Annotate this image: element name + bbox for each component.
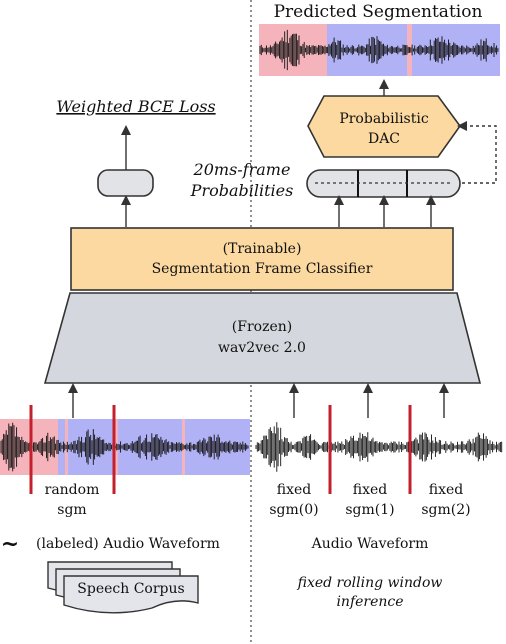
wav2vec-box-line1: (Frozen) <box>232 319 292 335</box>
classifier-box-line1: (Trainable) <box>223 241 302 257</box>
weighted-bce-loss-label: Weighted BCE Loss <box>56 97 215 116</box>
labeled-waveform <box>0 422 249 472</box>
wav2vec-box: (Frozen) wav2vec 2.0 <box>43 292 482 384</box>
random-sgm-line2: sgm <box>57 502 86 518</box>
inference-label-line1: fixed rolling window <box>297 575 443 591</box>
fixed-sgm-1-line1: fixed <box>353 482 388 498</box>
speech-corpus-label: Speech Corpus <box>77 581 184 597</box>
speech-corpus-icon: Speech Corpus <box>47 561 199 614</box>
left-output-capsule <box>97 169 154 197</box>
classifier-box: (Trainable) Segmentation Frame Classifie… <box>70 227 454 291</box>
labeled-audio-waveform-label: (labeled) Audio Waveform <box>36 536 220 552</box>
fixed-sgm-0-line2: sgm(0) <box>269 502 318 518</box>
tilde-symbol: ~ <box>1 531 19 557</box>
random-sgm-line1: random <box>45 482 100 498</box>
label-seg-pink-4 <box>182 419 185 475</box>
labeled-waveform-strip <box>0 405 250 494</box>
dashed-arrow-probabilities-to-dac <box>457 121 497 184</box>
classifier-box-line2: Segmentation Frame Classifier <box>152 261 373 277</box>
label-seg-pink-2 <box>65 419 68 475</box>
predicted-segmentation-strip <box>259 24 500 76</box>
dac-box-line1: Probabilistic <box>339 111 429 127</box>
fixed-sgm-1-line2: sgm(1) <box>345 502 394 518</box>
probabilities-label-line2: Probabilities <box>190 181 294 200</box>
audio-waveform-label: Audio Waveform <box>311 536 429 552</box>
fixed-sgm-2-line2: sgm(2) <box>421 502 470 518</box>
inference-waveform-strip <box>255 405 503 494</box>
dac-box: Probabilistic DAC <box>307 95 461 158</box>
wav2vec-box-line2: wav2vec 2.0 <box>218 340 306 356</box>
probabilities-label-line1: 20ms-frame <box>193 160 291 179</box>
fixed-sgm-2-line1: fixed <box>429 482 464 498</box>
inference-waveform <box>255 422 503 472</box>
predicted-segmentation-title: Predicted Segmentation <box>274 2 483 22</box>
predicted-waveform <box>259 29 499 71</box>
fixed-sgm-0-line1: fixed <box>277 482 312 498</box>
dac-box-line2: DAC <box>368 131 400 147</box>
inference-label-line2: inference <box>336 594 403 610</box>
probabilities-capsule <box>306 169 461 198</box>
